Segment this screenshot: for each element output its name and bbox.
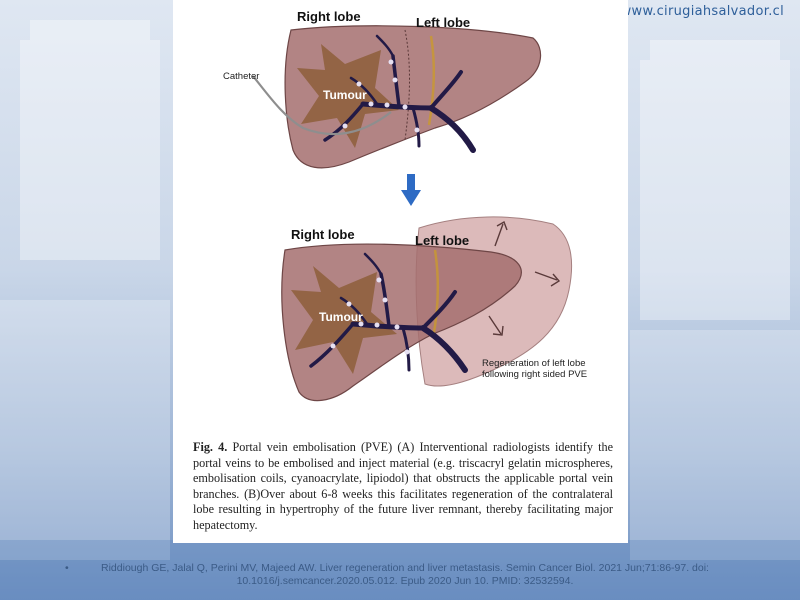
caption-figure-label: Fig. 4. <box>193 440 228 454</box>
citation: • Riddiough GE, Jalal Q, Perini MV, Maje… <box>60 562 750 588</box>
bottom-embolisation-dots <box>330 277 410 355</box>
bottom-tumour-label: Tumour <box>319 310 363 324</box>
regeneration-label-line2: following right sided PVE <box>482 369 587 380</box>
website-url: www.cirugiahsalvador.cl <box>620 4 784 19</box>
top-tumour <box>297 44 399 148</box>
bottom-right-lobe-label: Right lobe <box>291 227 355 242</box>
top-liver: Right lobe Left lobe Catheter Tumour <box>223 9 542 169</box>
transition-arrow <box>401 174 421 206</box>
top-tumour-label: Tumour <box>323 88 367 102</box>
bottom-falciform-line <box>431 249 440 339</box>
citation-bullet: • <box>65 562 69 574</box>
bottom-liver: Right lobe Left lobe Tumour Regeneration… <box>281 216 587 402</box>
bottom-tumour <box>291 266 397 374</box>
top-falciform-line <box>427 35 436 126</box>
top-right-lobe-label: Right lobe <box>297 9 361 24</box>
top-lobe-division <box>404 29 410 141</box>
top-embolisation-dots <box>342 59 420 133</box>
figure-caption: Fig. 4. Portal vein embolisation (PVE) (… <box>193 440 613 534</box>
growth-arrows <box>488 220 561 336</box>
pve-diagram: Right lobe Left lobe Catheter Tumour <box>223 9 587 402</box>
caption-text: Portal vein embolisation (PVE) (A) Inter… <box>193 440 613 532</box>
catheter-line <box>252 75 392 136</box>
citation-text: Riddiough GE, Jalal Q, Perini MV, Majeed… <box>101 562 709 587</box>
catheter-label: Catheter <box>223 71 259 82</box>
regeneration-label-line1: Regeneration of left lobe <box>482 358 586 369</box>
bottom-left-lobe-label: Left lobe <box>415 233 469 248</box>
top-left-lobe-label: Left lobe <box>416 15 470 30</box>
figure-panel: Right lobe Left lobe Catheter Tumour <box>173 0 628 543</box>
